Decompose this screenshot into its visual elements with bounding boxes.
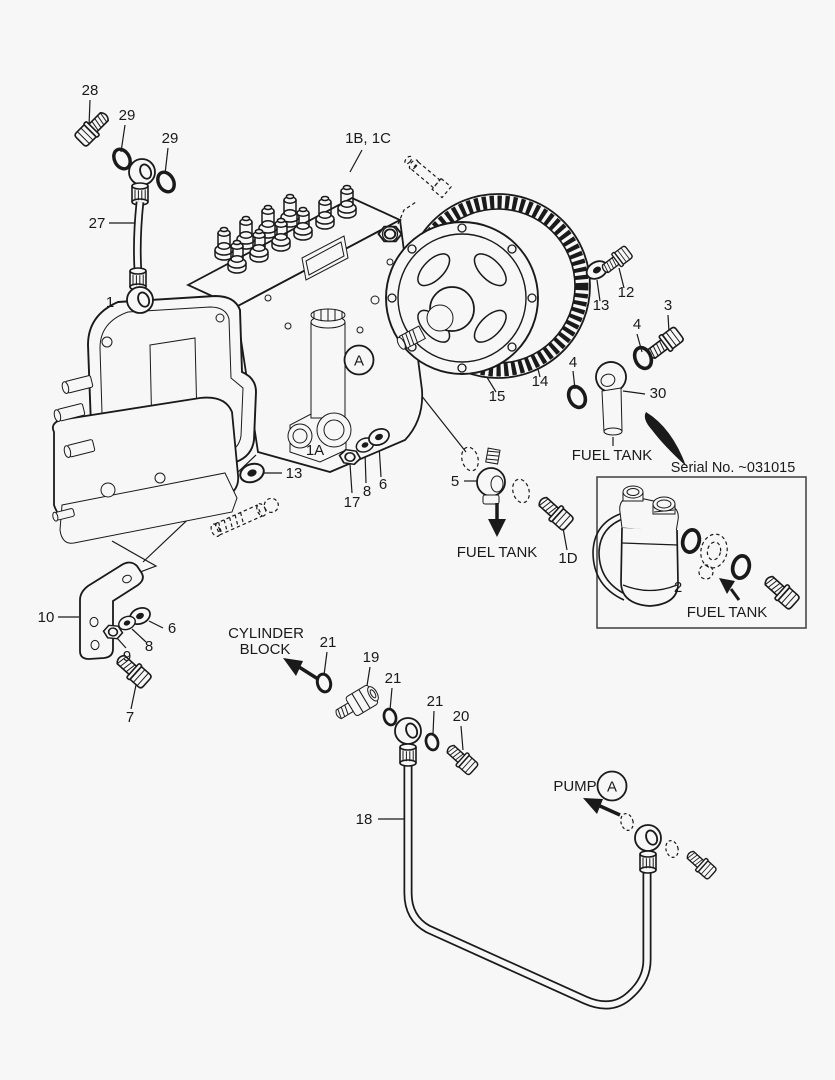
callout-21b: 21 [385,670,402,687]
callout-10: 10 [38,609,55,626]
callout-13-left: 13 [286,465,303,482]
serial-inset-box: Serial No. ~031015 [592,460,807,629]
callout-3: 3 [664,297,672,314]
callout-4a: 4 [633,316,641,333]
callout-17: 17 [344,494,361,511]
serial-box-arrow [644,412,686,466]
callout-4b: 4 [569,354,577,371]
oring-21a [313,671,335,695]
callout-12: 12 [618,284,635,301]
banjo-fitting-30 [595,361,627,436]
callout-13-right: 13 [593,297,610,314]
callout-21c: 21 [427,693,444,710]
washer-13-left [236,459,268,487]
fuel-tank-arrow-box [719,578,741,601]
view-ref-a-body-label: A [354,353,364,370]
bolt-1d [533,492,576,533]
callout-8-bracket: 8 [145,638,153,655]
callout-7: 7 [126,709,134,726]
fuel-tank-label-center: FUEL TANK [457,544,538,561]
front-tower-fitting [287,308,352,463]
banjo-bolt-19 [335,684,379,720]
side-plug-nut [377,225,403,243]
cylinder-block-label-line1: CYLINDER [228,625,304,642]
phantom-oring-hose-a [620,813,634,831]
hose-end-bolt [682,846,719,882]
connector-fitting-5 [476,447,506,505]
flange-plate-15 [385,221,539,375]
fuel-hose-18 [394,717,662,1010]
callout-14: 14 [532,373,549,390]
callout-27: 27 [89,215,106,232]
pump-lower-housing [51,375,240,544]
callout-6-mid: 6 [379,476,387,493]
serial-note: Serial No. ~031015 [671,460,796,476]
phantom-fitting-top [397,155,452,225]
callout-labels: 28 29 29 27 1 1B, 1C 13 12 3 4 4 30 14 1… [38,82,673,828]
oring-21b [380,706,400,728]
oring-21c [422,731,442,753]
oring-4b [563,382,591,412]
mounting-bracket-10 [79,561,144,660]
phantom-filter-fitting [698,533,728,580]
callout-9: 9 [123,648,131,665]
phantom-oring-b [512,478,530,504]
fuel-tank-label-box: FUEL TANK [687,604,768,621]
callout-1b1c: 1B, 1C [345,130,391,147]
callout-19: 19 [363,649,380,666]
cylinder-block-label-line2: BLOCK [240,641,291,658]
cylinder-block-arrow [283,658,319,681]
callout-2: 2 [674,579,682,596]
callout-1a: 1A [306,442,324,459]
callout-30: 30 [650,385,667,402]
injection-pump-body: A [51,184,424,544]
callout-18: 18 [356,811,373,828]
callout-1d: 1D [558,550,577,567]
callout-29b: 29 [162,130,179,147]
drive-gear-unit [385,193,591,379]
fuel-filter-2 [592,485,679,607]
callout-5: 5 [451,473,459,490]
callout-15: 15 [489,388,506,405]
callout-8-mid: 8 [363,483,371,500]
bolt-20 [442,740,481,777]
view-ref-a-body: A [343,344,375,376]
bolt-7 [111,650,154,691]
pump-label: PUMP [553,778,596,795]
pump-ref-arrow [583,798,621,817]
view-ref-a-pump-label: A [607,779,617,796]
callout-28: 28 [82,82,99,99]
phantom-oring-hose-b [665,840,679,858]
callout-20: 20 [453,708,470,725]
callout-29a: 29 [119,107,136,124]
bolt-28 [72,107,114,149]
phantom-oring-a [461,446,479,472]
callout-1: 1 [106,294,114,311]
fuel-tank-arrow-center [488,503,506,537]
fuel-hose-27 [126,158,156,314]
callout-6-bracket: 6 [168,620,176,637]
callout-21a: 21 [320,634,337,651]
oring-29b [152,167,180,197]
view-ref-a-pump: A [596,770,628,802]
fuel-tank-label-right: FUEL TANK [572,447,653,464]
